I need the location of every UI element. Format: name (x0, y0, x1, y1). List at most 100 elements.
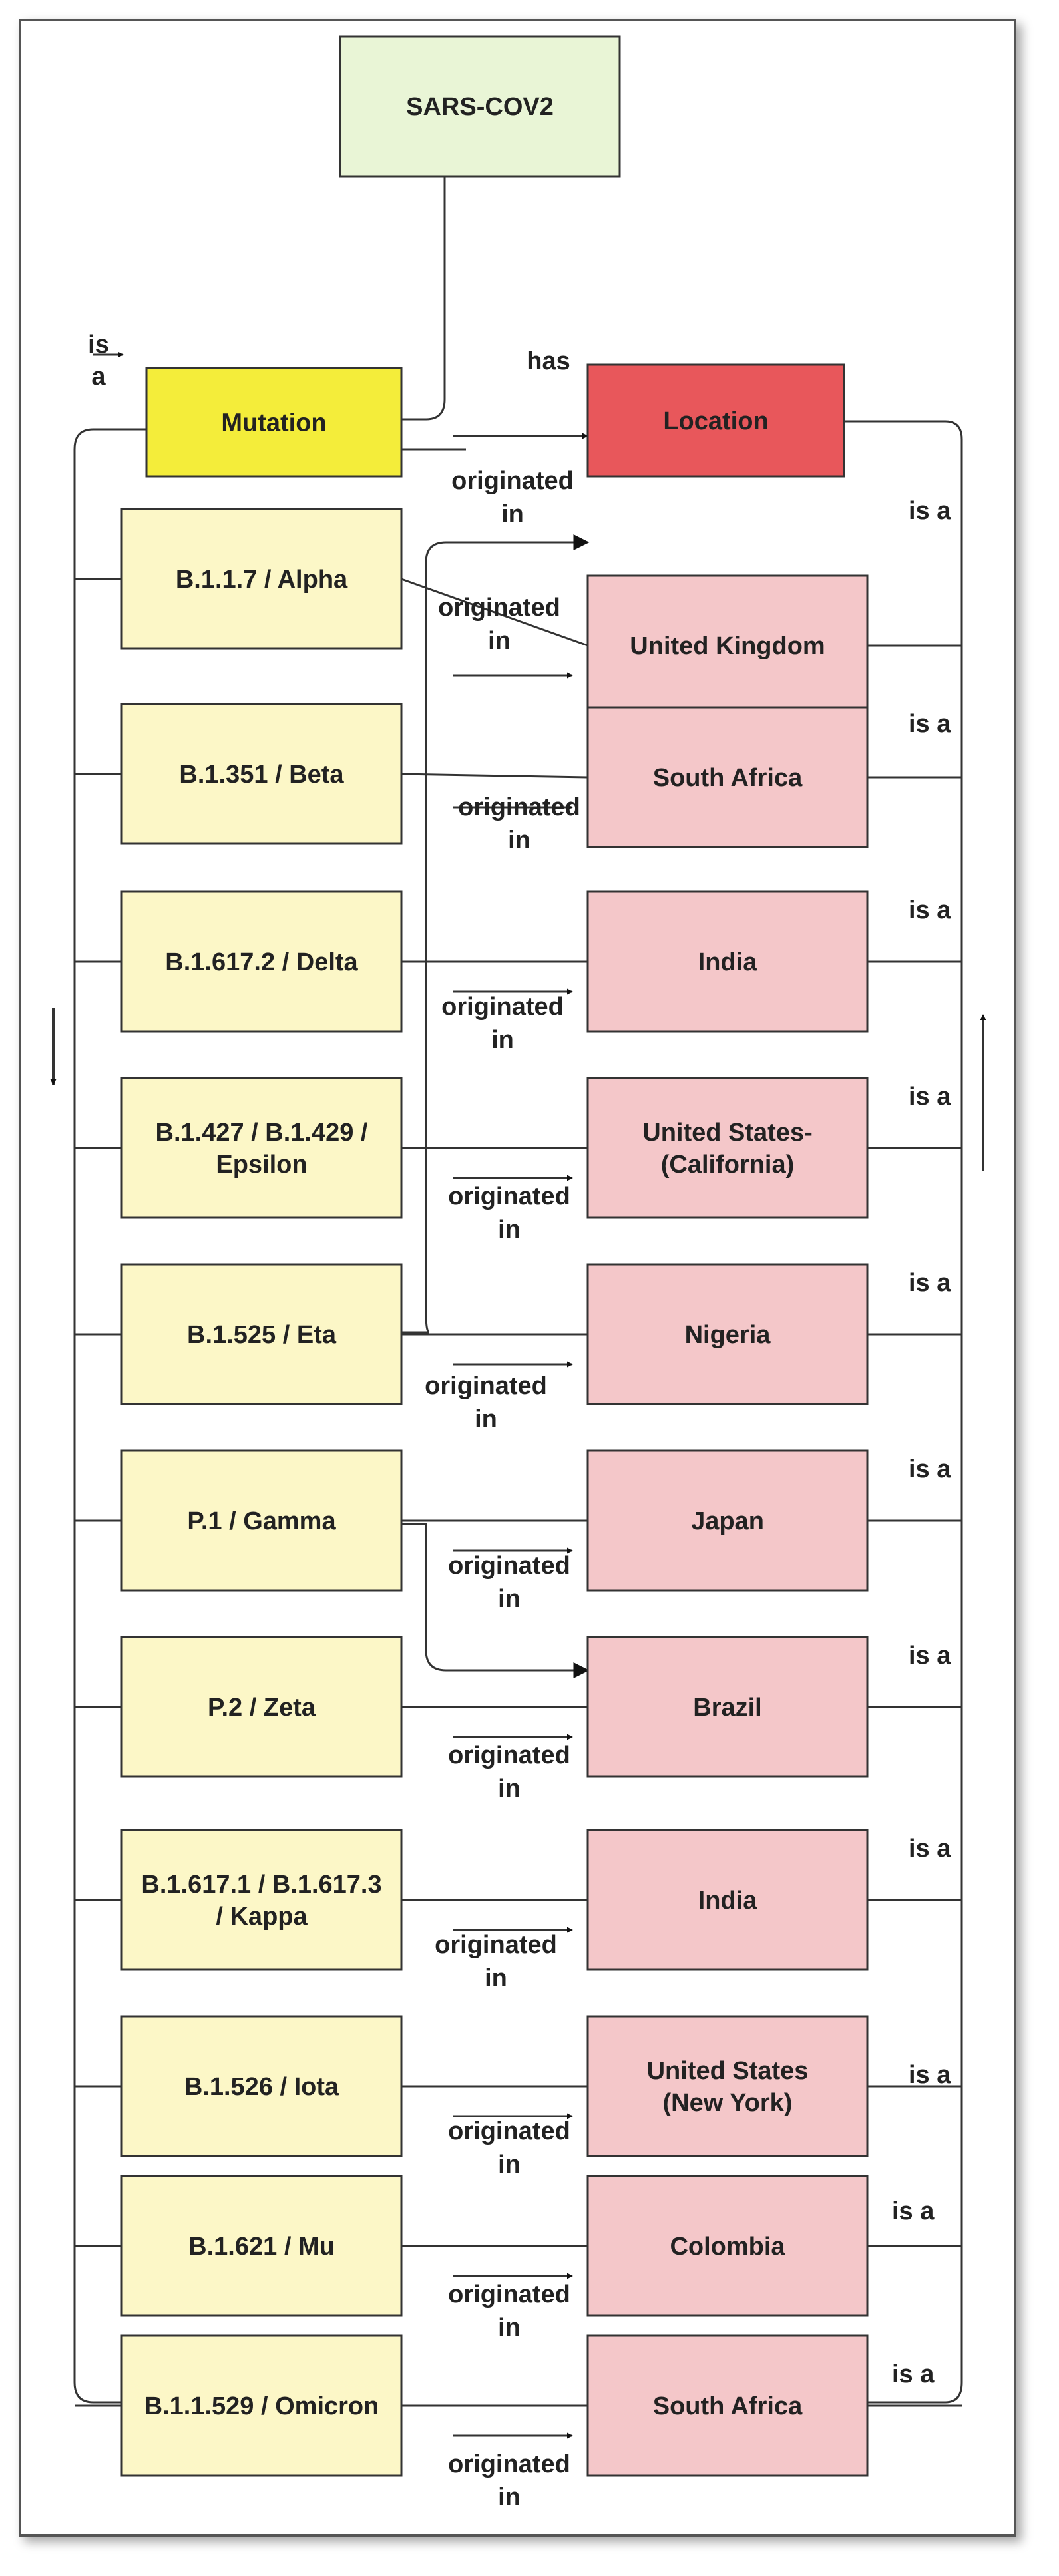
connector-layer (50, 176, 986, 2439)
is-a-left-label: a (91, 363, 106, 391)
variant-node-box (120, 2015, 403, 2157)
originated-label: originated (448, 1552, 570, 1580)
originated-label: in (488, 627, 511, 655)
variant-node: B.1.1.529 / Omicron (120, 2334, 403, 2477)
is-a-right-label: is a (892, 2197, 935, 2225)
country-node-box (586, 2175, 869, 2317)
variant-node: P.2 / Zeta (120, 1636, 403, 1778)
country-node-box (586, 1636, 869, 1778)
gamma-brazil-connector (401, 1523, 590, 1678)
originated-label: originated (448, 2117, 570, 2145)
country-node-label: Brazil (693, 1694, 761, 1722)
left-spine (73, 428, 146, 2404)
location-node-label: Location (663, 407, 768, 435)
location-node-box (586, 363, 845, 478)
country-node: Nigeria (586, 1263, 869, 1405)
is-a-right-label: is a (909, 710, 951, 738)
originated-label: originated (448, 2281, 570, 2308)
is-a-right-label: is a (909, 1835, 951, 1863)
country-node-box (586, 1449, 869, 1592)
country-node: India (586, 890, 869, 1033)
country-node-label: Colombia (670, 2233, 785, 2261)
sars-cov2-node-box (339, 35, 621, 178)
country-node-label: Nigeria (685, 1321, 771, 1349)
variant-node-box (120, 508, 403, 650)
originated-label: originated (451, 467, 574, 495)
variant-node-box (120, 1077, 403, 1219)
country-node-label: Japan (691, 1507, 764, 1535)
variant-node-label: / Kappa (216, 1903, 308, 1931)
variant-node-label: P.2 / Zeta (208, 1694, 316, 1722)
variant-node-label: B.1.525 / Eta (187, 1321, 337, 1349)
variant-node-label: B.1.526 / Iota (184, 2073, 339, 2101)
location-node: Location (586, 363, 845, 478)
originated-label: originated (448, 1742, 570, 1769)
variant-node-box (120, 1636, 403, 1778)
is-a-right-label: is a (909, 1269, 951, 1297)
originated-label: originated (448, 2450, 570, 2478)
originated-label: originated (448, 1183, 570, 1210)
country-node-box (586, 2334, 869, 2477)
country-node-label: (New York) (663, 2089, 793, 2117)
country-node-box (586, 2015, 869, 2157)
originated-label: originated (438, 594, 560, 622)
mutation-node: Mutation (145, 367, 403, 478)
country-node-label: India (698, 1887, 758, 1915)
mutation-node-label: Mutation (221, 409, 326, 437)
originated-label: originated (425, 1372, 547, 1400)
edge-label-layer: has is a originated in originated in originated… (88, 331, 951, 2511)
originated-label: in (475, 1405, 497, 1433)
originated-label: in (498, 2314, 521, 2342)
originated-in-edge (401, 578, 588, 647)
sars-cov2-node-label: SARS-COV2 (406, 93, 554, 121)
originated-label: in (508, 827, 530, 854)
is-a-right-label: is a (909, 896, 951, 924)
originated-label: in (498, 2484, 521, 2511)
variant-node-box (120, 2175, 403, 2317)
variant-node-label: P.1 / Gamma (187, 1507, 336, 1535)
variant-node-box (120, 2334, 403, 2477)
originated-label: in (498, 1775, 521, 1803)
has-label: has (527, 347, 570, 375)
originated-label: in (485, 1964, 507, 1992)
country-node: Colombia (586, 2175, 869, 2317)
is-a-right-label: is a (892, 2360, 935, 2388)
variant-node-box (120, 703, 403, 845)
country-node-box (586, 1077, 869, 1219)
originated-label: originated (458, 793, 580, 821)
is-a-right-label: is a (909, 2061, 951, 2089)
variant-node: B.1.427 / B.1.429 / Epsilon (120, 1077, 403, 1219)
country-node-box (586, 890, 869, 1033)
country-node: United States (New York) (586, 2015, 869, 2157)
country-node: South Africa (586, 706, 869, 848)
variant-node-label: B.1.1.529 / Omicron (144, 2392, 379, 2420)
variant-node-label: Epsilon (216, 1151, 307, 1179)
variant-node: B.1.617.1 / B.1.617.3/ Kappa (120, 1829, 403, 1971)
variant-node-box (120, 1263, 403, 1405)
country-node-label: South Africa (653, 2392, 803, 2420)
is-a-right-label: is a (909, 1642, 951, 1670)
country-node-label: South Africa (653, 764, 803, 792)
variant-node: B.1.1.7 / Alpha (120, 508, 403, 650)
right-spine (844, 420, 963, 2404)
variant-node: B.1.526 / Iota (120, 2015, 403, 2157)
country-node: United States- (California) (586, 1077, 869, 1219)
country-node: United Kingdom (586, 574, 869, 717)
originated-label: in (498, 1585, 521, 1613)
variant-node: B.1.351 / Beta (120, 703, 403, 845)
country-node: Japan (586, 1449, 869, 1592)
country-node-label: United Kingdom (630, 632, 825, 660)
country-node-label: United States (647, 2057, 809, 2085)
country-node: Brazil (586, 1636, 869, 1778)
is-a-left-label: is (88, 331, 109, 359)
country-node-box (586, 1263, 869, 1405)
country-node-label: (California) (661, 1151, 795, 1179)
country-node-label: United States- (642, 1119, 812, 1147)
originated-in-edge (401, 773, 588, 779)
mutation-node-box (145, 367, 403, 478)
originated-label: in (491, 1026, 514, 1054)
root-mutation-connector (401, 176, 446, 421)
variant-node-label: B.1.427 / B.1.429 / (156, 1119, 368, 1147)
